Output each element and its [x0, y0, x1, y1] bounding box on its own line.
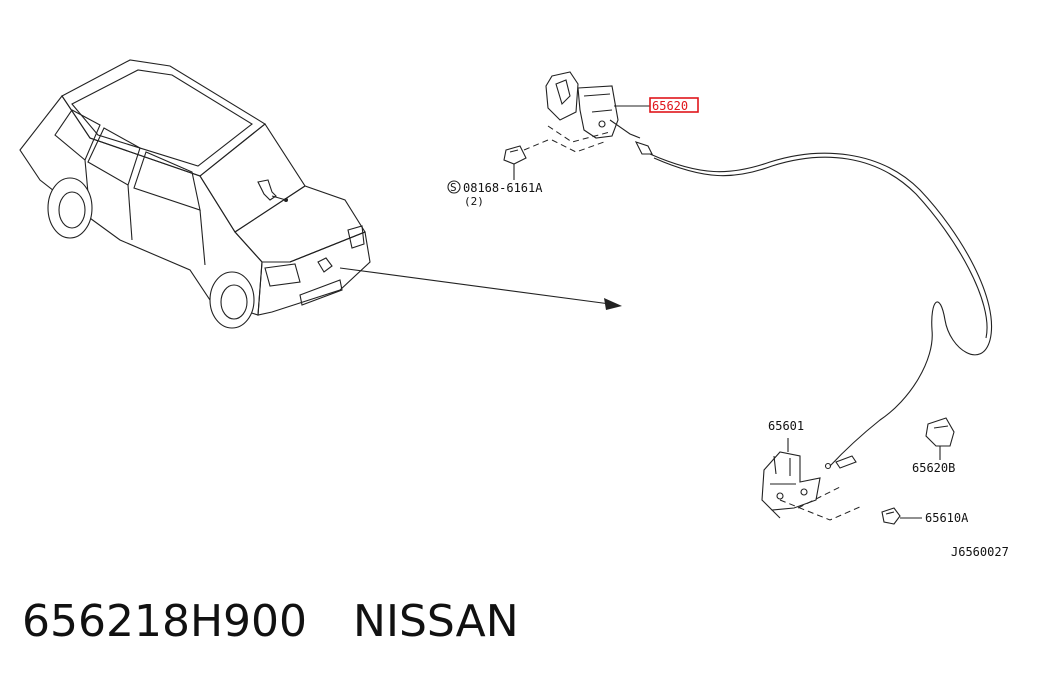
- bolt-part-label: 08168-6161A: [463, 181, 543, 195]
- bolt-part: [503, 139, 549, 180]
- highlight-box: [649, 97, 699, 113]
- highlighted-part-label: 65620: [652, 99, 688, 113]
- drawing-code: J6560027: [951, 545, 1009, 559]
- cable-clip: [925, 417, 955, 460]
- car-illustration: [19, 59, 371, 329]
- bolt-quantity-label: (2): [464, 195, 484, 208]
- lock-part-label: 65601: [768, 419, 804, 433]
- footer-part-number: 656218H900: [22, 596, 308, 647]
- bolt-marker-symbol: S: [450, 181, 457, 194]
- footer-caption: 656218H900 NISSAN: [22, 596, 565, 647]
- direction-arrow: [339, 267, 622, 310]
- clip-part-label: 65620B: [912, 461, 955, 475]
- footer-brand: NISSAN: [353, 596, 519, 647]
- hood-lock: [761, 438, 863, 521]
- bolt-marker-icon: [447, 180, 461, 194]
- hood-release-lever: [545, 71, 653, 155]
- release-cable: [649, 152, 992, 467]
- screw-part: [881, 507, 922, 525]
- screw-part-label: 65610A: [925, 511, 969, 525]
